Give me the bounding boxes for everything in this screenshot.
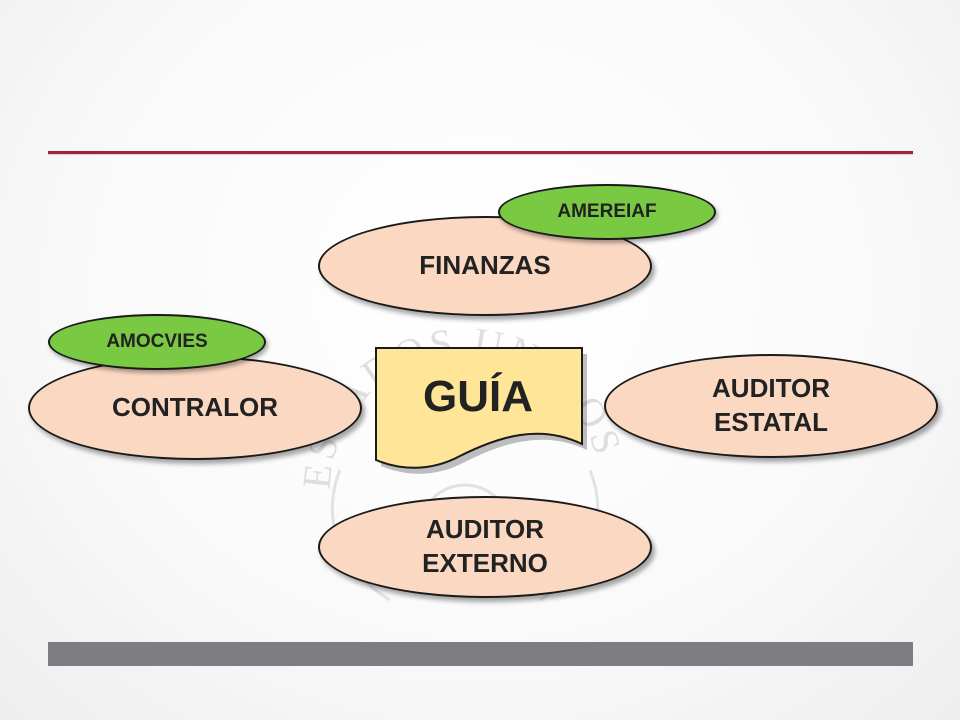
tag-amocvies-label: AMOCVIES <box>106 331 208 352</box>
tag-amereiaf: AMEREIAF <box>498 184 716 240</box>
node-contralor-label: CONTRALOR <box>111 392 279 423</box>
tag-amereiaf-label: AMEREIAF <box>557 201 657 222</box>
node-finanzas-label: FINANZAS <box>419 250 551 281</box>
header-divider <box>48 151 913 154</box>
guide-document-shape <box>375 347 587 474</box>
tag-amocvies: AMOCVIES <box>48 314 266 370</box>
node-auditor-externo-label: AUDITOR EXTERNO <box>422 514 548 578</box>
guide-label: GUÍA <box>423 372 533 421</box>
node-auditor-estatal: AUDITOR ESTATAL <box>604 354 938 458</box>
node-auditor-externo: AUDITOR EXTERNO <box>318 496 652 598</box>
node-contralor: CONTRALOR <box>28 356 362 460</box>
node-auditor-estatal-label: AUDITOR ESTATAL <box>712 373 830 437</box>
footer-bar <box>48 642 913 666</box>
